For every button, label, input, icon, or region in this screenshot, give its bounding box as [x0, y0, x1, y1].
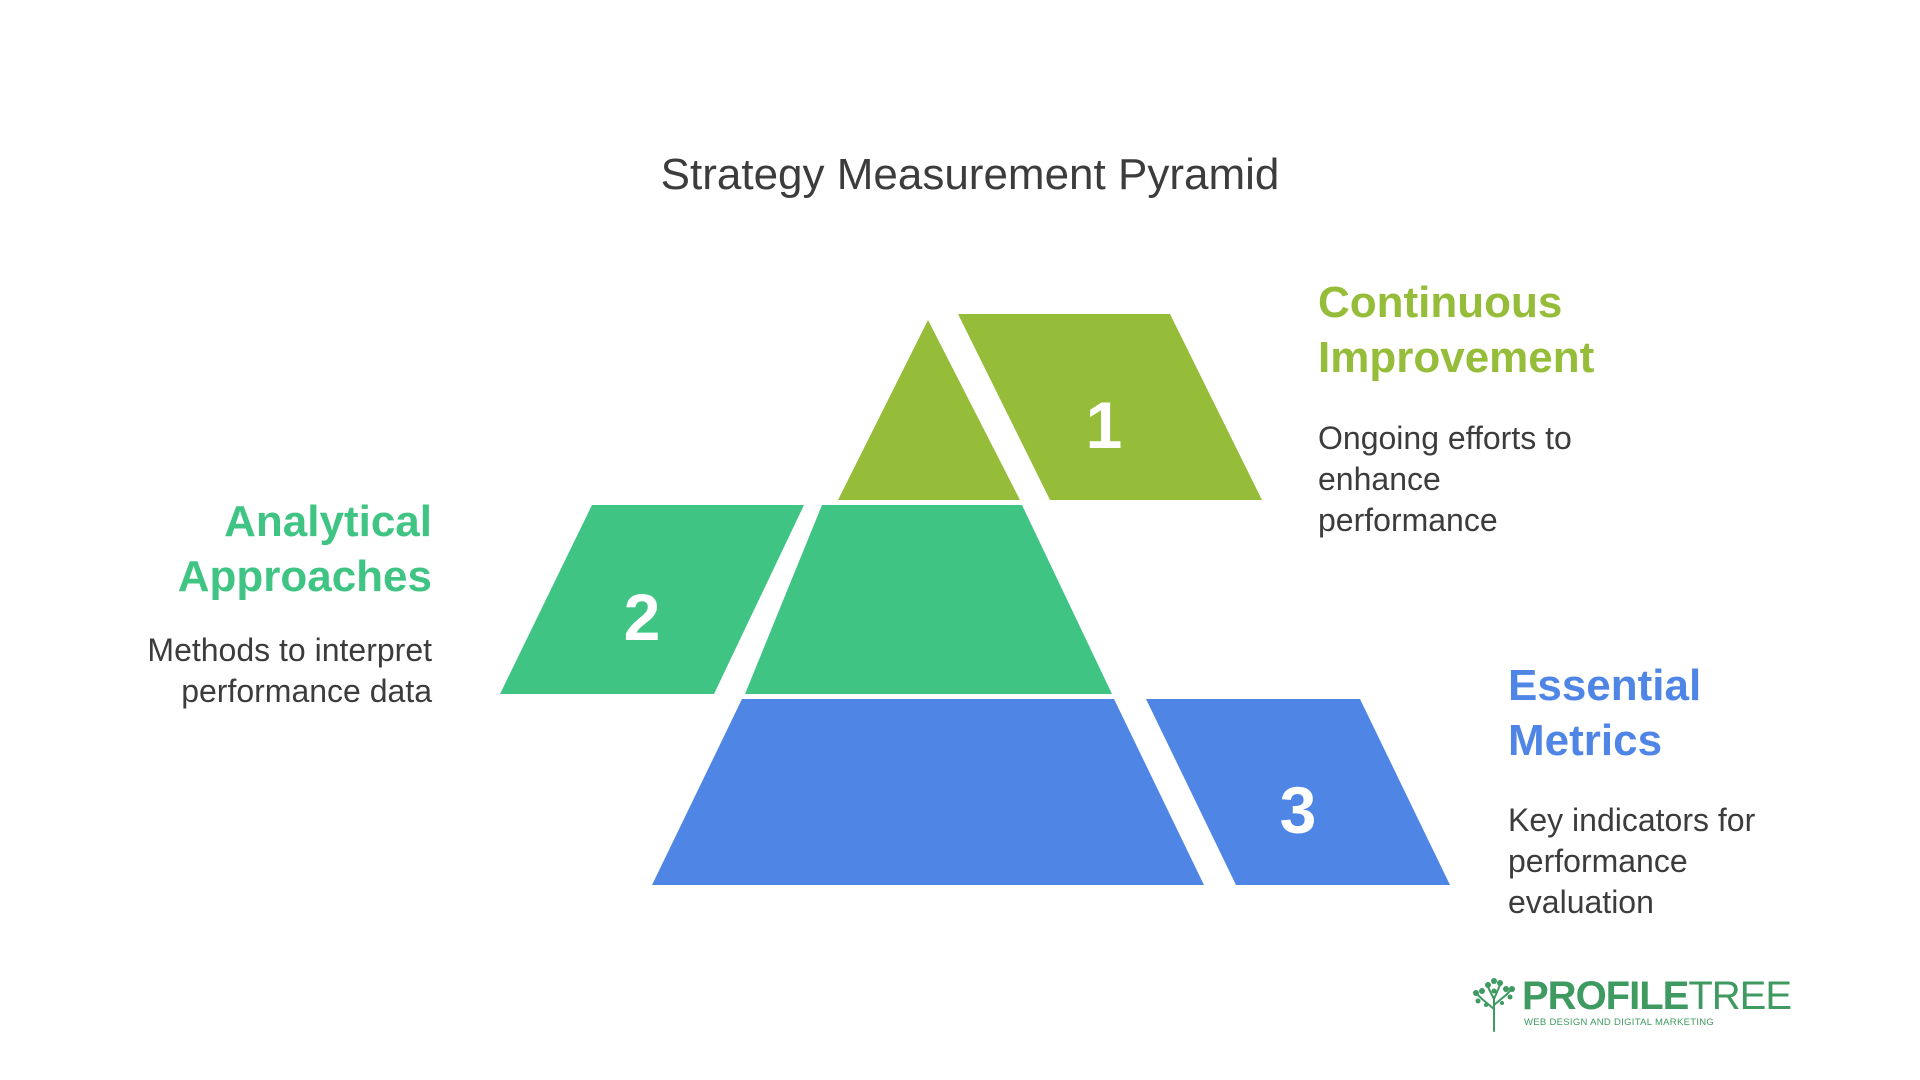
pyramid-tier-2 — [745, 505, 1112, 694]
level-1-heading-line-2: Improvement — [1318, 333, 1595, 382]
level-1-heading: Continuous Improvement — [1318, 275, 1594, 385]
level-3-heading-line-1: Essential — [1508, 661, 1702, 710]
level-2-description-line-1: Methods to interpret — [147, 632, 432, 668]
level-1-number-panel — [958, 314, 1262, 500]
logo-word-bold: PROFILE — [1522, 974, 1689, 1018]
pyramid-tier-1 — [838, 320, 1020, 500]
level-1-description-line-1: Ongoing efforts to — [1318, 420, 1572, 456]
level-2-description-line-2: performance data — [181, 673, 432, 709]
level-3-description: Key indicators for performance evaluatio… — [1508, 800, 1755, 923]
level-3-description-line-2: performance — [1508, 843, 1688, 879]
level-2-number: 2 — [624, 580, 661, 654]
level-3-heading: Essential Metrics — [1508, 658, 1701, 768]
pyramid-tier-3 — [652, 699, 1204, 885]
diagram-title: Strategy Measurement Pyramid — [660, 150, 1280, 199]
level-1-number: 1 — [1086, 388, 1123, 462]
level-1-description-line-3: performance — [1318, 502, 1498, 538]
level-3-description-line-1: Key indicators for — [1508, 802, 1756, 838]
level-2-heading: Analytical Approaches — [178, 494, 432, 604]
level-2-number-panel — [500, 505, 804, 694]
level-3-description-line-3: evaluation — [1508, 884, 1654, 920]
level-3-heading-line-2: Metrics — [1508, 716, 1663, 765]
profiletree-logo: PROFILETREE WEB DESIGN AND DIGITAL MARKE… — [1470, 975, 1792, 1035]
level-1-heading-line-1: Continuous — [1318, 278, 1563, 327]
level-2-heading-line-1: Analytical — [224, 497, 432, 546]
logo-wordmark: PROFILETREE — [1522, 974, 1792, 1018]
level-2-description: Methods to interpret performance data — [147, 630, 432, 712]
level-1-description: Ongoing efforts to enhance performance — [1318, 418, 1572, 541]
level-3-number-panel — [1146, 699, 1450, 885]
level-1-description-line-2: enhance — [1318, 461, 1441, 497]
level-2-heading-line-2: Approaches — [177, 552, 432, 601]
tree-icon — [1473, 978, 1515, 1032]
level-3-number: 3 — [1280, 773, 1317, 847]
logo-word-thin: TREE — [1688, 974, 1792, 1018]
logo-tagline: WEB DESIGN AND DIGITAL MARKETING — [1524, 1017, 1715, 1028]
